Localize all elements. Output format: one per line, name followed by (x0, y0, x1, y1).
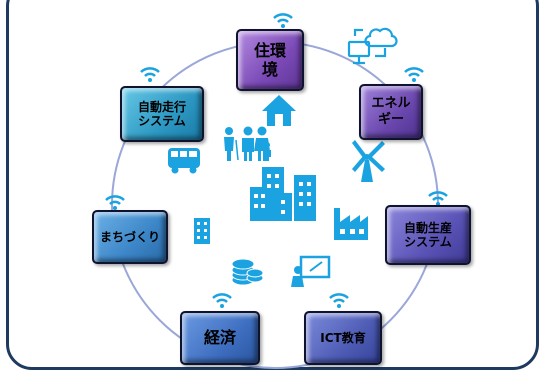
node-town-planning: まちづくり (92, 210, 168, 264)
wifi-icon (212, 293, 232, 308)
node-label: エネル ギー (371, 96, 411, 127)
node-label: 自動走行 システム (137, 99, 186, 128)
node-label: ICT教育 (320, 330, 366, 345)
wifi-icon (329, 293, 349, 308)
bus-icon (168, 148, 200, 174)
wifi-icon (273, 13, 293, 28)
node-label: 住環 境 (253, 40, 286, 79)
coins-icon (231, 258, 264, 286)
house-icon (262, 95, 296, 126)
cloud-computer-icon (347, 27, 398, 65)
factory-icon (334, 208, 368, 240)
node-label: 経済 (203, 328, 236, 348)
buildings-icon (250, 167, 316, 221)
node-living-environment: 住環 境 (236, 29, 304, 91)
wifi-icon (140, 67, 160, 82)
wifi-icon (404, 67, 424, 82)
node-energy: エネル ギー (359, 84, 423, 140)
office-building-icon (194, 218, 210, 244)
wifi-icon (105, 195, 125, 210)
family-icon (224, 126, 271, 161)
node-label: まちづくり (99, 229, 160, 244)
node-economy: 経済 (180, 311, 260, 365)
teacher-board-icon (291, 255, 331, 287)
node-auto-driving: 自動走行 システム (120, 86, 204, 142)
windmill-icon (352, 140, 385, 182)
node-label: 自動生産 システム (403, 220, 452, 249)
node-ict-education: ICT教育 (304, 311, 382, 365)
node-auto-production: 自動生産 システム (385, 205, 471, 265)
